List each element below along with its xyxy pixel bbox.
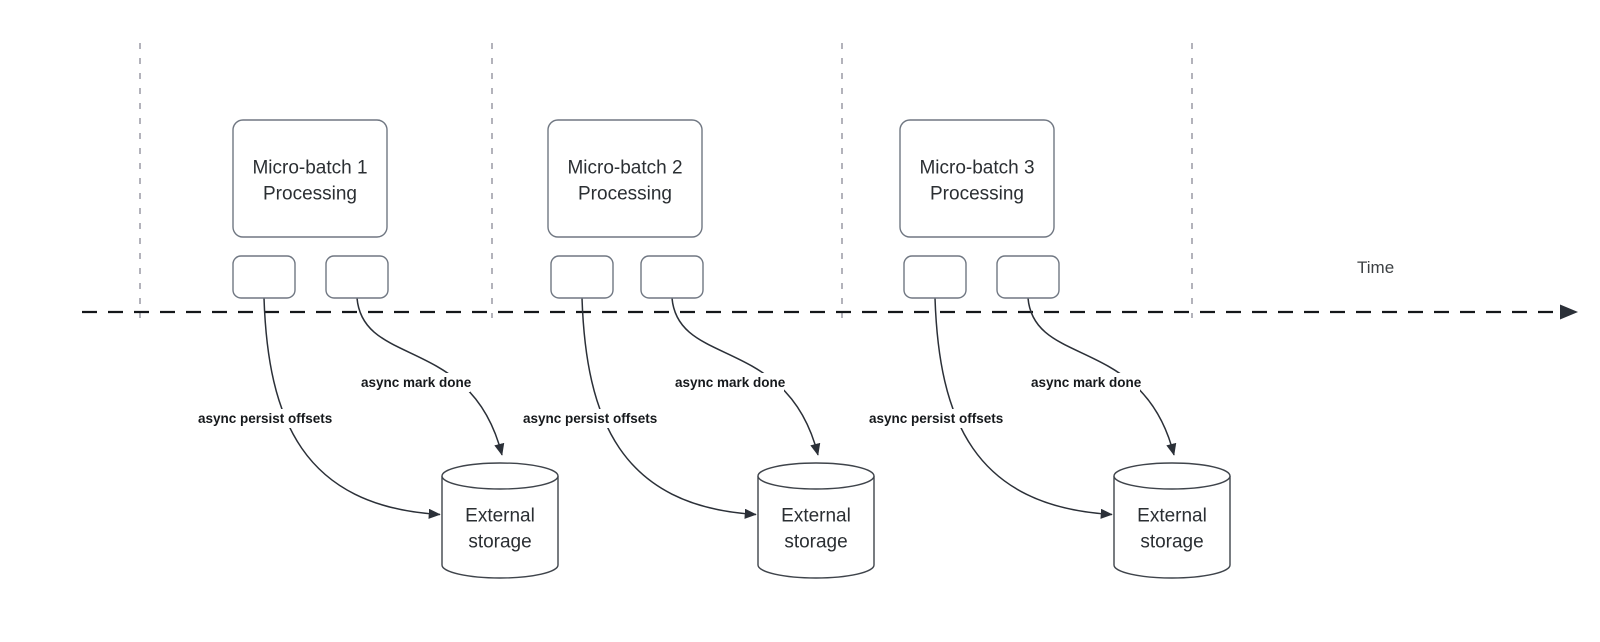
microbatch-box-label-line1-3: Micro-batch 3: [919, 158, 1034, 179]
mark-done-task-box-3[interactable]: [996, 255, 1060, 299]
external-storage-label-line2-1: storage: [468, 532, 531, 553]
external-storage-cylinder-top-1: [441, 475, 559, 490]
external-storage-cylinder-2[interactable]: [757, 462, 875, 579]
persist-task-box-3[interactable]: [903, 255, 967, 299]
mark-done-task-box-2[interactable]: [640, 255, 704, 299]
microbatch-box-label-line2-1: Processing: [263, 184, 357, 205]
label-async-persist-offsets-2-backdrop: [519, 409, 674, 428]
time-axis-label-layer: Time: [1357, 258, 1394, 277]
microbatch-box-2[interactable]: [547, 119, 703, 238]
external-storage-label-line2-2: storage: [784, 532, 847, 553]
connectors-layer: [263, 297, 1177, 519]
label-async-persist-offsets-1-backdrop: [194, 409, 349, 428]
external-storage-cylinder-top-2: [757, 475, 875, 490]
label-async-mark-done-2: async mark done: [675, 375, 786, 390]
edge-labels-layer: async persist offsets async mark done asyn…: [194, 373, 1142, 428]
connector-async-persist-offsets-3: [934, 297, 1113, 519]
label-async-persist-offsets-3: async persist offsets: [869, 411, 1003, 426]
microbatch-box-1[interactable]: [232, 119, 388, 238]
label-async-persist-offsets-1: async persist offsets: [198, 411, 332, 426]
connector-async-mark-done-3: [1027, 297, 1177, 456]
persist-task-box-1[interactable]: [232, 255, 296, 299]
external-storage-label-line2-3: storage: [1140, 532, 1203, 553]
label-async-mark-done-3-backdrop: [1027, 373, 1140, 392]
connector-async-persist-offsets-2: [581, 297, 757, 519]
label-async-mark-done-3: async mark done: [1031, 375, 1142, 390]
microbatch-box-label-line1-1: Micro-batch 1: [252, 158, 367, 179]
microbatch-box-label-line2-2: Processing: [578, 184, 672, 205]
external-storage-label-line1-3: External: [1137, 506, 1207, 527]
label-async-mark-done-2-backdrop: [671, 373, 784, 392]
label-async-mark-done-1-backdrop: [357, 373, 470, 392]
time-axis-arrowhead: [1560, 304, 1578, 320]
label-async-persist-offsets-2: async persist offsets: [523, 411, 657, 426]
external-storage-label-line1-2: External: [781, 506, 851, 527]
microbatch-box-label-line1-2: Micro-batch 2: [567, 158, 682, 179]
timeline-layer: [82, 304, 1578, 320]
connector-async-mark-done-1: [356, 297, 505, 456]
persist-task-box-2[interactable]: [550, 255, 614, 299]
connector-async-mark-done-2: [671, 297, 821, 456]
microbatch-box-3[interactable]: [899, 119, 1055, 238]
connector-async-persist-offsets-1: [263, 297, 441, 519]
microbatch-box-label-line2-3: Processing: [930, 184, 1024, 205]
external-storage-label-line1-1: External: [465, 506, 535, 527]
lifelines-layer: [139, 43, 1193, 318]
external-storage-cylinder-top-3: [1113, 475, 1231, 490]
label-async-mark-done-1: async mark done: [361, 375, 472, 390]
time-axis-label: Time: [1357, 258, 1394, 277]
label-async-persist-offsets-3-backdrop: [865, 409, 1020, 428]
external-storage-cylinder-1[interactable]: [441, 462, 559, 579]
mark-done-task-box-1[interactable]: [325, 255, 389, 299]
external-storage-cylinder-3[interactable]: [1113, 462, 1231, 579]
